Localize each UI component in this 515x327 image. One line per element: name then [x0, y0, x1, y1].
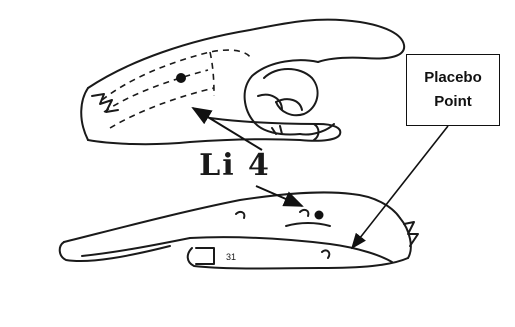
bone-outline-dashed [102, 50, 252, 128]
arrow-to-placebo-point [352, 126, 448, 248]
callout-line-2: Point [434, 90, 472, 114]
li4-label: Li 4 [180, 148, 290, 183]
lower-hand-tag: 31 [226, 252, 236, 262]
arrow-to-upper-li4 [193, 108, 262, 150]
li4-point-lower [315, 211, 324, 220]
placebo-point-callout: Placebo Point [406, 54, 500, 126]
li4-point-upper [176, 73, 186, 83]
callout-line-1: Placebo [424, 66, 482, 90]
lower-hand-drawing [60, 192, 418, 268]
